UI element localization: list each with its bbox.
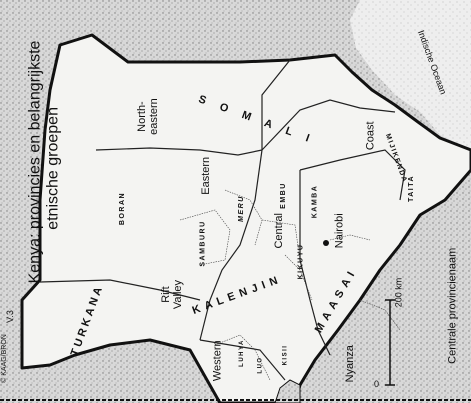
province-nyanza: Nyanza (343, 345, 356, 383)
title-line-2: etnische groepen (45, 107, 62, 230)
province-western: Western (211, 340, 224, 382)
scale-label: 200 km (393, 277, 404, 308)
scale-bar (385, 299, 395, 386)
ethnic-taita: TAITA (408, 174, 416, 203)
ethnic-kamba: KAMBA (311, 184, 319, 219)
province-nairobi: Nairobi (333, 213, 346, 249)
ethnic-kisii: KISII (282, 344, 289, 366)
ethnic-luhya: LUHYA (238, 339, 245, 367)
legend-central-province: Centrale provincienaam (446, 247, 459, 364)
province-eastern: Eastern (200, 156, 213, 195)
title-line-1: Kenya: provincies en belangrijkste (26, 40, 44, 284)
province-central: Central (272, 213, 285, 249)
scale-zero: 0 (374, 379, 380, 389)
province-coast: Coast (364, 121, 377, 151)
figure-number: V.3 (4, 310, 15, 323)
province-rift-valley: Rift Valley (160, 279, 184, 310)
province-north-eastern: North- eastern (135, 98, 160, 135)
province-boundaries (39, 59, 406, 381)
ethnic-samburu: SAMBURU (199, 220, 207, 267)
ethnic-boran: BORAN (119, 191, 127, 226)
ethnic-luo: LUO (257, 356, 264, 374)
credit-text: © KAAG/BRON (0, 334, 8, 383)
map-title: Kenya: provincies en belangrijkste etnis… (26, 40, 64, 284)
nairobi-marker (323, 240, 329, 246)
ethnic-meru: MERU (237, 195, 245, 222)
ocean-area (350, 0, 471, 150)
ethnic-embu: EMBU (279, 182, 287, 209)
ethnic-boundaries (179, 189, 401, 381)
ethnic-kikuyu: KIKUYU (297, 243, 305, 280)
lake-victoria (274, 379, 301, 403)
